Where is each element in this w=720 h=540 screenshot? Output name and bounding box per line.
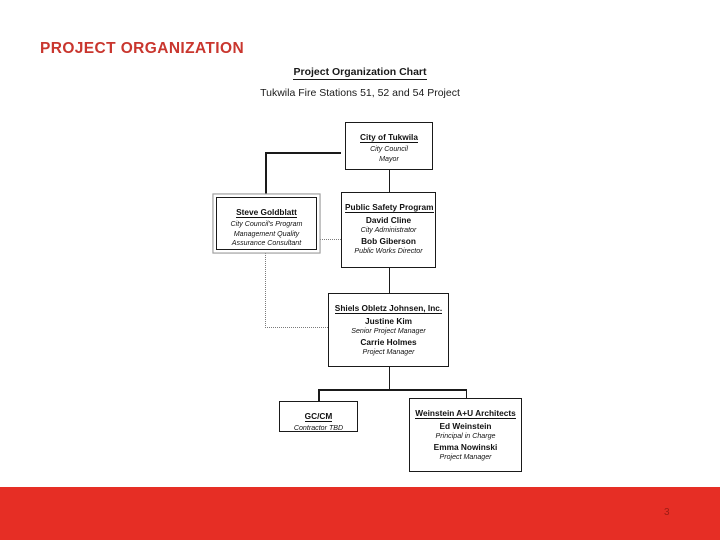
- page-title: PROJECT ORGANIZATION: [40, 40, 245, 57]
- chart-heading: Project Organization Chart: [0, 66, 720, 80]
- org-node-title: City of Tukwila: [360, 132, 418, 144]
- chart-subheading: Tukwila Fire Stations 51, 52 and 54 Proj…: [260, 87, 460, 99]
- org-node-role: Project Manager: [439, 452, 492, 461]
- org-node-role: Mayor: [379, 154, 399, 163]
- org-node-title: Public Safety Program: [345, 202, 434, 214]
- org-node-name: David Cline: [365, 215, 412, 225]
- org-node-name: Ed Weinstein: [439, 421, 492, 431]
- dotted-connector-to-soj: [265, 327, 328, 328]
- footer-bar: [0, 487, 720, 540]
- org-node-role: Contractor TBD: [293, 424, 344, 432]
- org-node-title: Weinstein A+U Architects: [415, 408, 516, 420]
- org-node-role: City Council's Program: [230, 220, 303, 228]
- org-node-role: City Administrator: [360, 226, 417, 235]
- connector-city-to-public-safety: [388, 170, 391, 192]
- org-node-name: Bob Giberson: [361, 235, 416, 246]
- dotted-connector-goldblatt-to-public-safety: [318, 239, 341, 240]
- connector-to-gccm: [318, 389, 320, 401]
- dotted-connector-goldblatt-down: [265, 250, 266, 328]
- org-node-role: City Council: [370, 145, 408, 153]
- org-node-title: Shiels Obletz Johnsen, Inc.: [334, 303, 443, 315]
- connector-city-left-stub: [265, 152, 341, 154]
- page-number: 3: [664, 507, 670, 518]
- chart-heading-text: Project Organization Chart: [293, 66, 427, 80]
- org-node-steve-goldblatt[interactable]: Steve Goldblatt City Council's Program M…: [216, 197, 317, 250]
- org-node-role: Public Works Director: [354, 246, 423, 255]
- org-chart: Project Organization Chart Tukwila Fire …: [0, 66, 720, 472]
- org-node-city-of-tukwila[interactable]: City of Tukwila City Council Mayor: [345, 122, 433, 170]
- org-node-role: Management Quality: [233, 229, 300, 238]
- org-node-name: Justine Kim: [364, 316, 413, 326]
- org-node-role: Senior Project Manager: [351, 327, 426, 336]
- org-node-name: Emma Nowinski: [433, 441, 498, 452]
- org-node-role: Assurance Consultant: [231, 239, 302, 248]
- org-node-role: Project Manager: [362, 347, 415, 356]
- connector-soj-down: [388, 367, 391, 390]
- org-node-title: Steve Goldblatt: [236, 207, 297, 219]
- org-node-title: GC/CM: [304, 411, 333, 423]
- org-node-name: Carrie Holmes: [360, 336, 417, 347]
- connector-to-weinstein: [465, 389, 468, 398]
- org-node-weinstein-architects[interactable]: Weinstein A+U Architects Ed Weinstein Pr…: [409, 398, 522, 472]
- connector-bottom-bar: [318, 389, 467, 391]
- connector-city-to-goldblatt: [265, 152, 267, 197]
- org-node-gc-cm[interactable]: GC/CM Contractor TBD: [279, 401, 358, 432]
- connector-public-safety-to-soj: [388, 268, 391, 293]
- org-node-public-safety-program[interactable]: Public Safety Program David Cline City A…: [341, 192, 436, 268]
- org-node-role: Principal in Charge: [435, 432, 496, 441]
- org-node-shiels-obletz-johnsen[interactable]: Shiels Obletz Johnsen, Inc. Justine Kim …: [328, 293, 449, 367]
